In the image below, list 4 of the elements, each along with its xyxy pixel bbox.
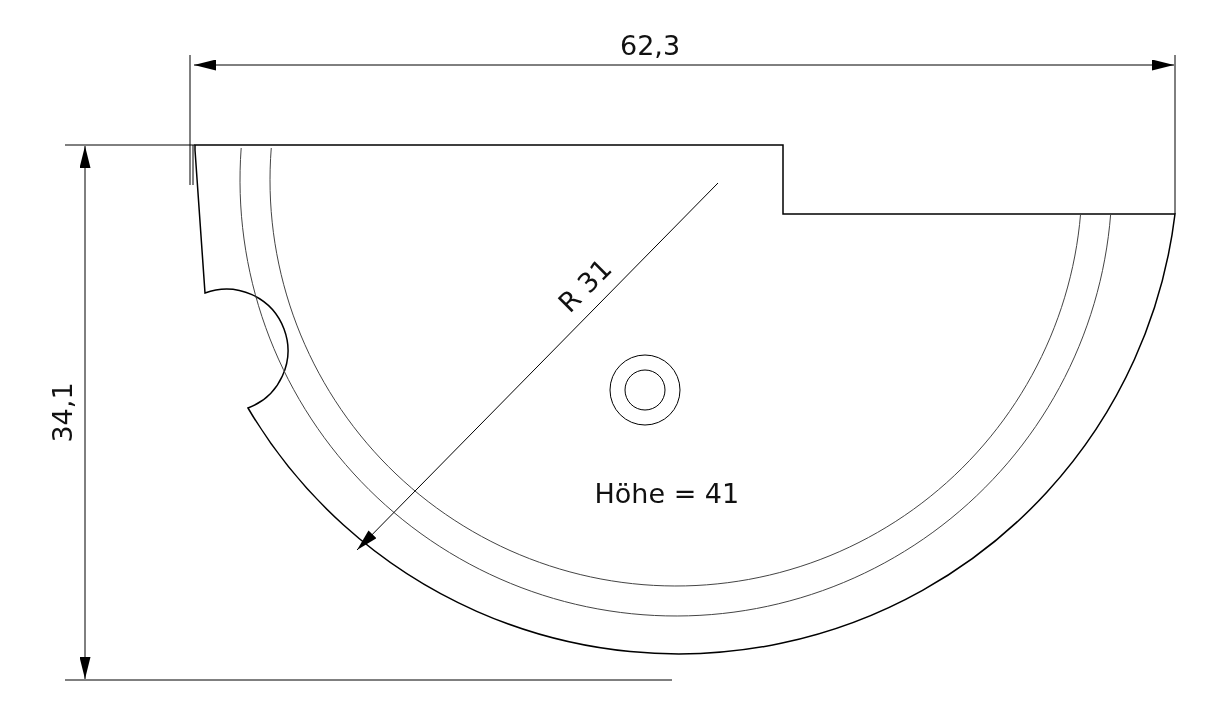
dimension-label: 62,3 (620, 31, 681, 59)
dimension-label: 34,1 (48, 381, 76, 443)
dimension-label: Höhe = 41 (594, 479, 740, 507)
dimension-label: R 31 (553, 253, 617, 317)
